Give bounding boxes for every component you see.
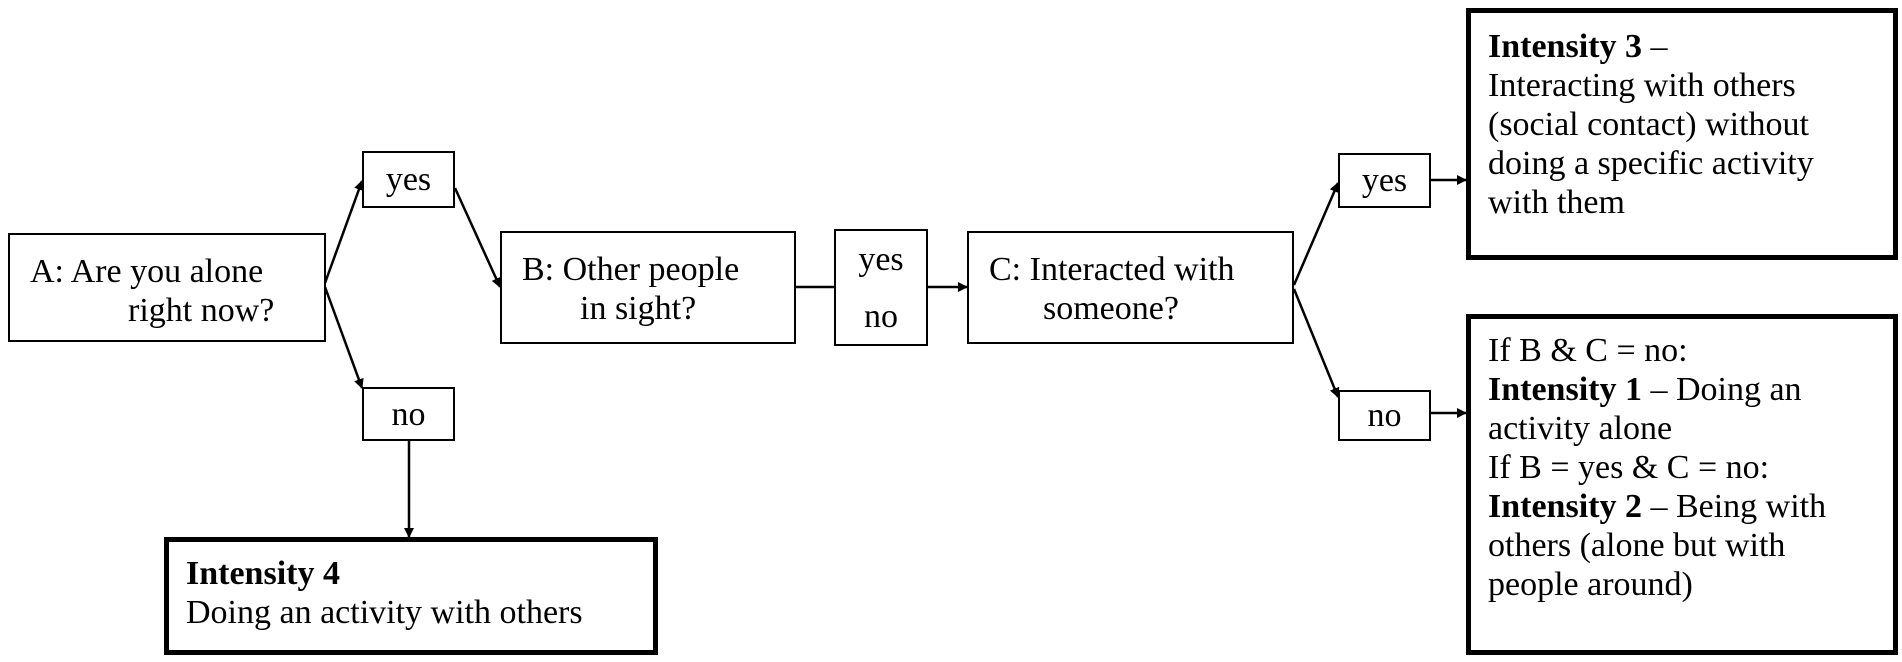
intensity-2-text: – Being with (1641, 488, 1827, 525)
intensity-1-text: – Doing an (1641, 371, 1802, 408)
intensity-3-line-2: (social contact) without (1488, 106, 1810, 143)
intensity-4-description: Doing an activity with others (186, 594, 583, 631)
intensity-1-line-2: activity alone (1488, 410, 1673, 447)
arrow-c-to-no (1292, 288, 1340, 398)
intensity-3-line-3: doing a specific activity (1488, 145, 1814, 182)
intensity-2-line-3: people around) (1488, 566, 1693, 603)
question-b-box: B: Other people in sight? (500, 231, 796, 344)
answer-a-yes-label: yes (362, 151, 455, 208)
intensity-3-box: Intensity 3 – Interacting with others (s… (1466, 8, 1898, 260)
question-a-line2: right now? (128, 292, 275, 329)
question-b-line1: B: Other people (522, 251, 740, 288)
intensity-4-title: Intensity 4 (186, 555, 340, 592)
question-b-line2: in sight? (580, 290, 697, 327)
question-c-line1: C: Interacted with (989, 251, 1235, 288)
intensity-4-box: Intensity 4 Doing an activity with other… (164, 537, 658, 655)
intensity-3-line-4: with them (1488, 184, 1625, 221)
intensity-2-condition: If B = yes & C = no: (1488, 449, 1770, 486)
question-a-line1: A: Are you alone (30, 253, 264, 290)
answer-a-no-label: no (362, 387, 455, 441)
arrow-yes-to-b (453, 187, 502, 288)
intensity-1-condition: If B & C = no: (1488, 332, 1688, 369)
answer-c-yes-label: yes (1338, 153, 1431, 208)
arrow-a-to-yes (323, 180, 364, 284)
intensity-2-line-2: others (alone but with (1488, 527, 1786, 564)
question-c-box: C: Interacted with someone? (967, 231, 1294, 344)
answer-b-no-text: no (864, 297, 898, 335)
arrow-a-to-no (323, 286, 364, 389)
arrow-c-to-yes (1292, 182, 1340, 286)
intensity-1-title: Intensity 1 (1488, 371, 1642, 408)
answer-b-yes-no-label: yes no (834, 229, 928, 346)
answer-b-yes-text: yes (858, 241, 904, 278)
intensity-3-title: Intensity 3 (1488, 28, 1642, 65)
intensity-3-line-1: Interacting with others (1488, 67, 1796, 104)
question-c-line2: someone? (1043, 290, 1179, 327)
intensity-2-title: Intensity 2 (1488, 488, 1642, 525)
answer-c-no-label: no (1338, 390, 1431, 441)
intensity-1-2-box: If B & C = no: Intensity 1 – Doing an ac… (1466, 314, 1898, 655)
intensity-3-dash: – (1641, 28, 1668, 65)
question-a-box: A: Are you alone right now? (8, 233, 326, 342)
